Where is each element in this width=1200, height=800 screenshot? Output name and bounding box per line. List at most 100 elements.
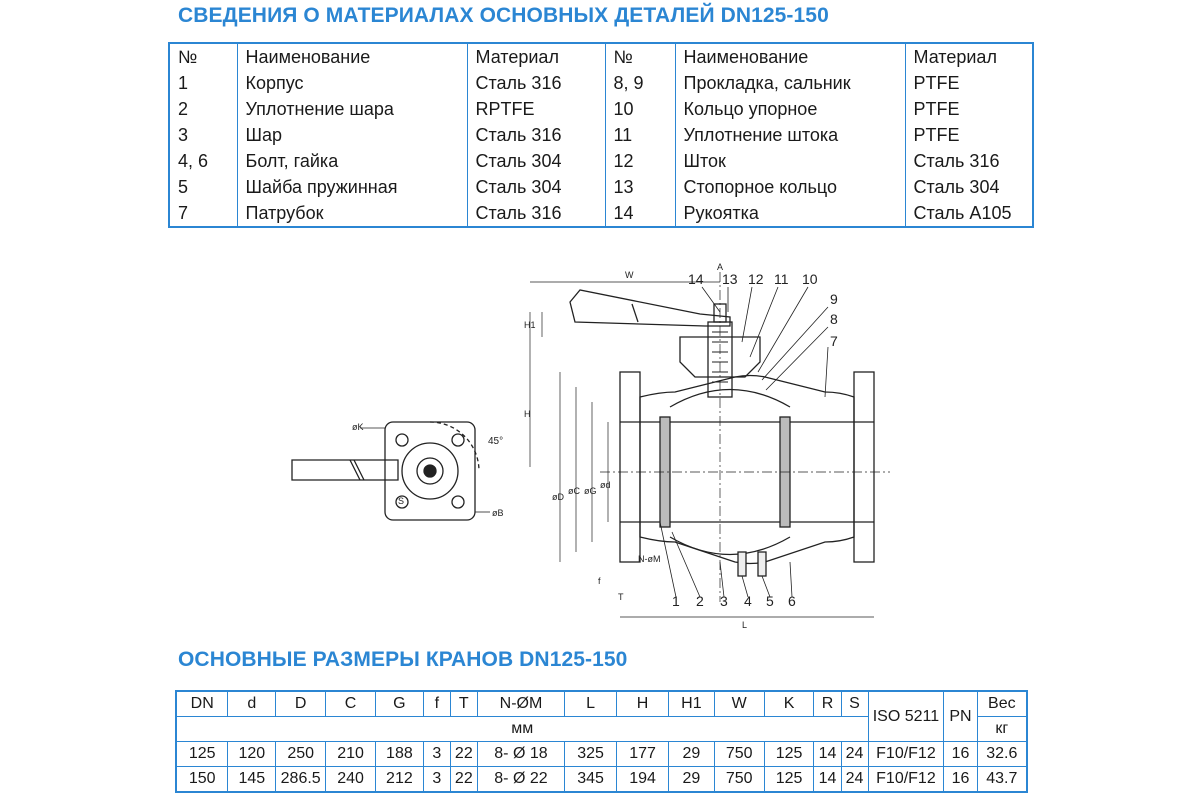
header-cell: C — [325, 690, 376, 717]
cell: 13 — [604, 174, 676, 200]
callout: 5 — [766, 593, 774, 609]
right-flange — [853, 371, 875, 563]
cell: Сталь 304 — [904, 174, 1034, 200]
callout: 10 — [802, 271, 818, 287]
dim-label: øC — [568, 486, 580, 496]
cell: 210 — [325, 741, 376, 767]
cell: 750 — [713, 766, 765, 793]
dim-label: L — [742, 620, 747, 630]
table-row: 125 120 250 210 188 3 22 8- Ø 18 325 177… — [175, 741, 1028, 767]
unit-cell: мм — [175, 716, 869, 742]
dim-label: f — [598, 576, 601, 586]
cell: 212 — [375, 766, 424, 793]
callout: 1 — [672, 593, 680, 609]
dim-label: S — [398, 496, 404, 506]
header-cell: G — [375, 690, 424, 717]
cell: 3 — [168, 122, 238, 148]
cell: Рукоятка — [674, 200, 906, 228]
cell: PTFE — [904, 96, 1034, 122]
header-cell: PN — [943, 690, 978, 742]
unit-cell: кг — [976, 716, 1028, 742]
cell: 3 — [422, 766, 451, 793]
cell: Прокладка, сальник — [674, 70, 906, 96]
unit-row: мм кг — [175, 716, 1028, 742]
cell: Шток — [674, 148, 906, 174]
header-cell: Материал — [466, 42, 606, 70]
dim-label: ød — [600, 480, 611, 490]
bolt-hole — [395, 495, 409, 509]
table-row: 5 Шайба пружинная Сталь 304 13 Стопорное… — [168, 174, 1034, 200]
table-row: 7 Патрубок Сталь 316 14 Рукоятка Сталь А… — [168, 200, 1034, 228]
materials-table: № Наименование Материал № Наименование М… — [168, 42, 1034, 228]
cell: 22 — [449, 766, 478, 793]
header-cell: K — [763, 690, 815, 717]
cell: 43.7 — [976, 766, 1028, 793]
cell: 3 — [422, 741, 451, 767]
header-cell: DN — [175, 690, 229, 717]
cell: 14 — [813, 766, 842, 793]
callout: 7 — [830, 333, 838, 349]
cell: 250 — [275, 741, 327, 767]
cell: 150 — [175, 766, 229, 793]
table-row: 4, 6 Болт, гайка Сталь 304 12 Шток Сталь… — [168, 148, 1034, 174]
header-cell: Наименование — [236, 42, 468, 70]
materials-title: СВЕДЕНИЯ О МАТЕРИАЛАХ ОСНОВНЫХ ДЕТАЛЕЙ D… — [178, 4, 829, 27]
cell: 240 — [325, 766, 376, 793]
top-callouts: 14 13 12 11 10 9 8 7 — [688, 271, 838, 349]
cell: 11 — [604, 122, 676, 148]
cell: Уплотнение шара — [236, 96, 468, 122]
header-cell: d — [227, 690, 277, 717]
callout: 14 — [688, 271, 704, 287]
cell: RPTFE — [466, 96, 606, 122]
cell: 345 — [564, 766, 618, 793]
bolt-hole — [451, 495, 465, 509]
cell: 8, 9 — [604, 70, 676, 96]
cell: Шар — [236, 122, 468, 148]
cell: 177 — [616, 741, 670, 767]
cell: 286.5 — [275, 766, 327, 793]
cell: Сталь 304 — [466, 174, 606, 200]
cell: Уплотнение штока — [674, 122, 906, 148]
header-cell: D — [275, 690, 327, 717]
table-row: 1 Корпус Сталь 316 8, 9 Прокладка, сальн… — [168, 70, 1034, 96]
cell: 194 — [616, 766, 670, 793]
dim-label: A — [717, 262, 723, 272]
callout: 4 — [744, 593, 752, 609]
cell: 2 — [168, 96, 238, 122]
callout: 6 — [788, 593, 796, 609]
cell: 29 — [668, 766, 715, 793]
stem-circle — [416, 457, 444, 485]
cell: 325 — [564, 741, 618, 767]
cell: Стопорное кольцо — [674, 174, 906, 200]
cell: 7 — [168, 200, 238, 228]
callout: 12 — [748, 271, 764, 287]
header-cell: H1 — [668, 690, 715, 717]
dimensions-title: ОСНОВНЫЕ РАЗМЕРЫ КРАНОВ DN125-150 — [178, 648, 628, 671]
callout: 13 — [722, 271, 738, 287]
dim-label: H1 — [524, 320, 536, 330]
cell: 120 — [227, 741, 277, 767]
bolt — [757, 551, 767, 577]
callout: 3 — [720, 593, 728, 609]
header-cell: ISO 5211 — [867, 690, 945, 742]
header-cell: R — [813, 690, 842, 717]
callout: 9 — [830, 291, 838, 307]
cell: Корпус — [236, 70, 468, 96]
cell: 8- Ø 18 — [476, 741, 566, 767]
cell: 5 — [168, 174, 238, 200]
header-cell: Вес — [976, 690, 1028, 717]
callout-leaders — [701, 286, 829, 398]
valve-drawing: øK 45° øB S — [291, 262, 890, 630]
cell: F10/F12 — [867, 741, 945, 767]
left-flange — [619, 371, 641, 563]
cell: 14 — [813, 741, 842, 767]
header-cell: T — [449, 690, 478, 717]
dim-label: øB — [492, 508, 504, 518]
table-row: 150 145 286.5 240 212 3 22 8- Ø 22 345 1… — [175, 766, 1028, 793]
cell: 188 — [375, 741, 424, 767]
side-view — [529, 272, 890, 618]
table-row: 2 Уплотнение шара RPTFE 10 Кольцо упорно… — [168, 96, 1034, 122]
cell: Сталь А105 — [904, 200, 1034, 228]
cell: PTFE — [904, 122, 1034, 148]
header-cell: L — [564, 690, 618, 717]
